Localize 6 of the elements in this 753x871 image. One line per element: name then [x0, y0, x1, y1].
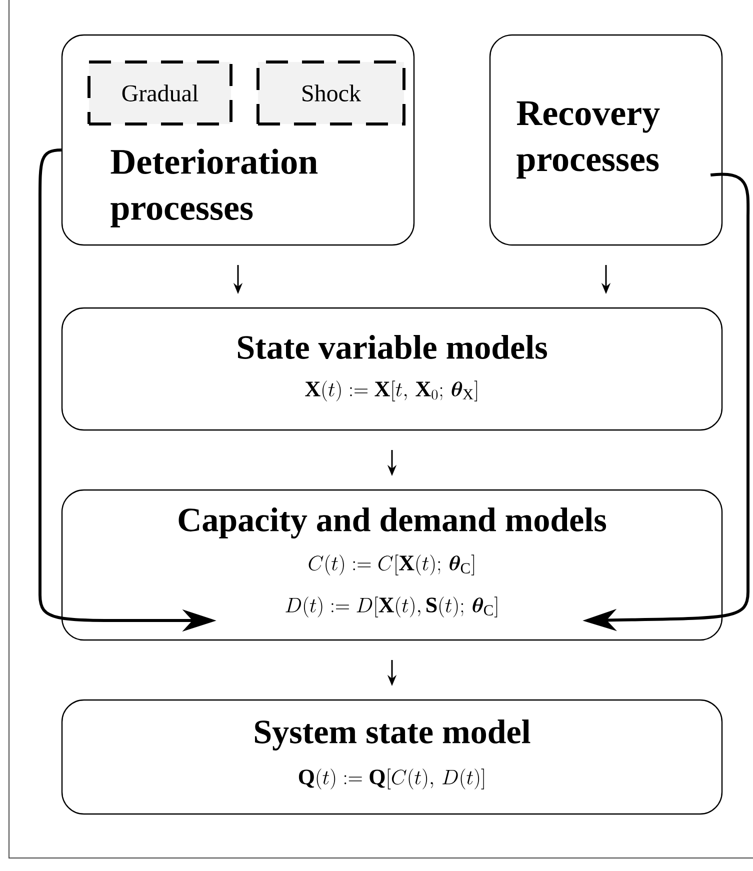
process-box: Recovery processes: [489, 34, 723, 246]
process-box: State variable models $\mathbf{X}(t) := \mathbf{X}[t,\, \mathbf{X}_{0};\, \boldsymbol{\theta}_{\mathrm{X}}]$: [61, 307, 723, 431]
process-box: System state model $\mathbf{Q}(t) := \mathbf{Q}[C(t),\, D(t)]$: [61, 699, 723, 815]
dashed-box: Gradual: [88, 60, 232, 126]
process-box: Capacity and demand models $C(t) := C[\mathbf{X}(t);\, \boldsymbol{\theta}_{\mathrm{C}}]$ $D(t) := D[\mathbf{X}(t), \mathbf{S}(t);\, \boldsymbol{\theta}_{\mathrm{C}}]$: [61, 489, 723, 641]
dashed-box: Shock: [256, 60, 406, 126]
